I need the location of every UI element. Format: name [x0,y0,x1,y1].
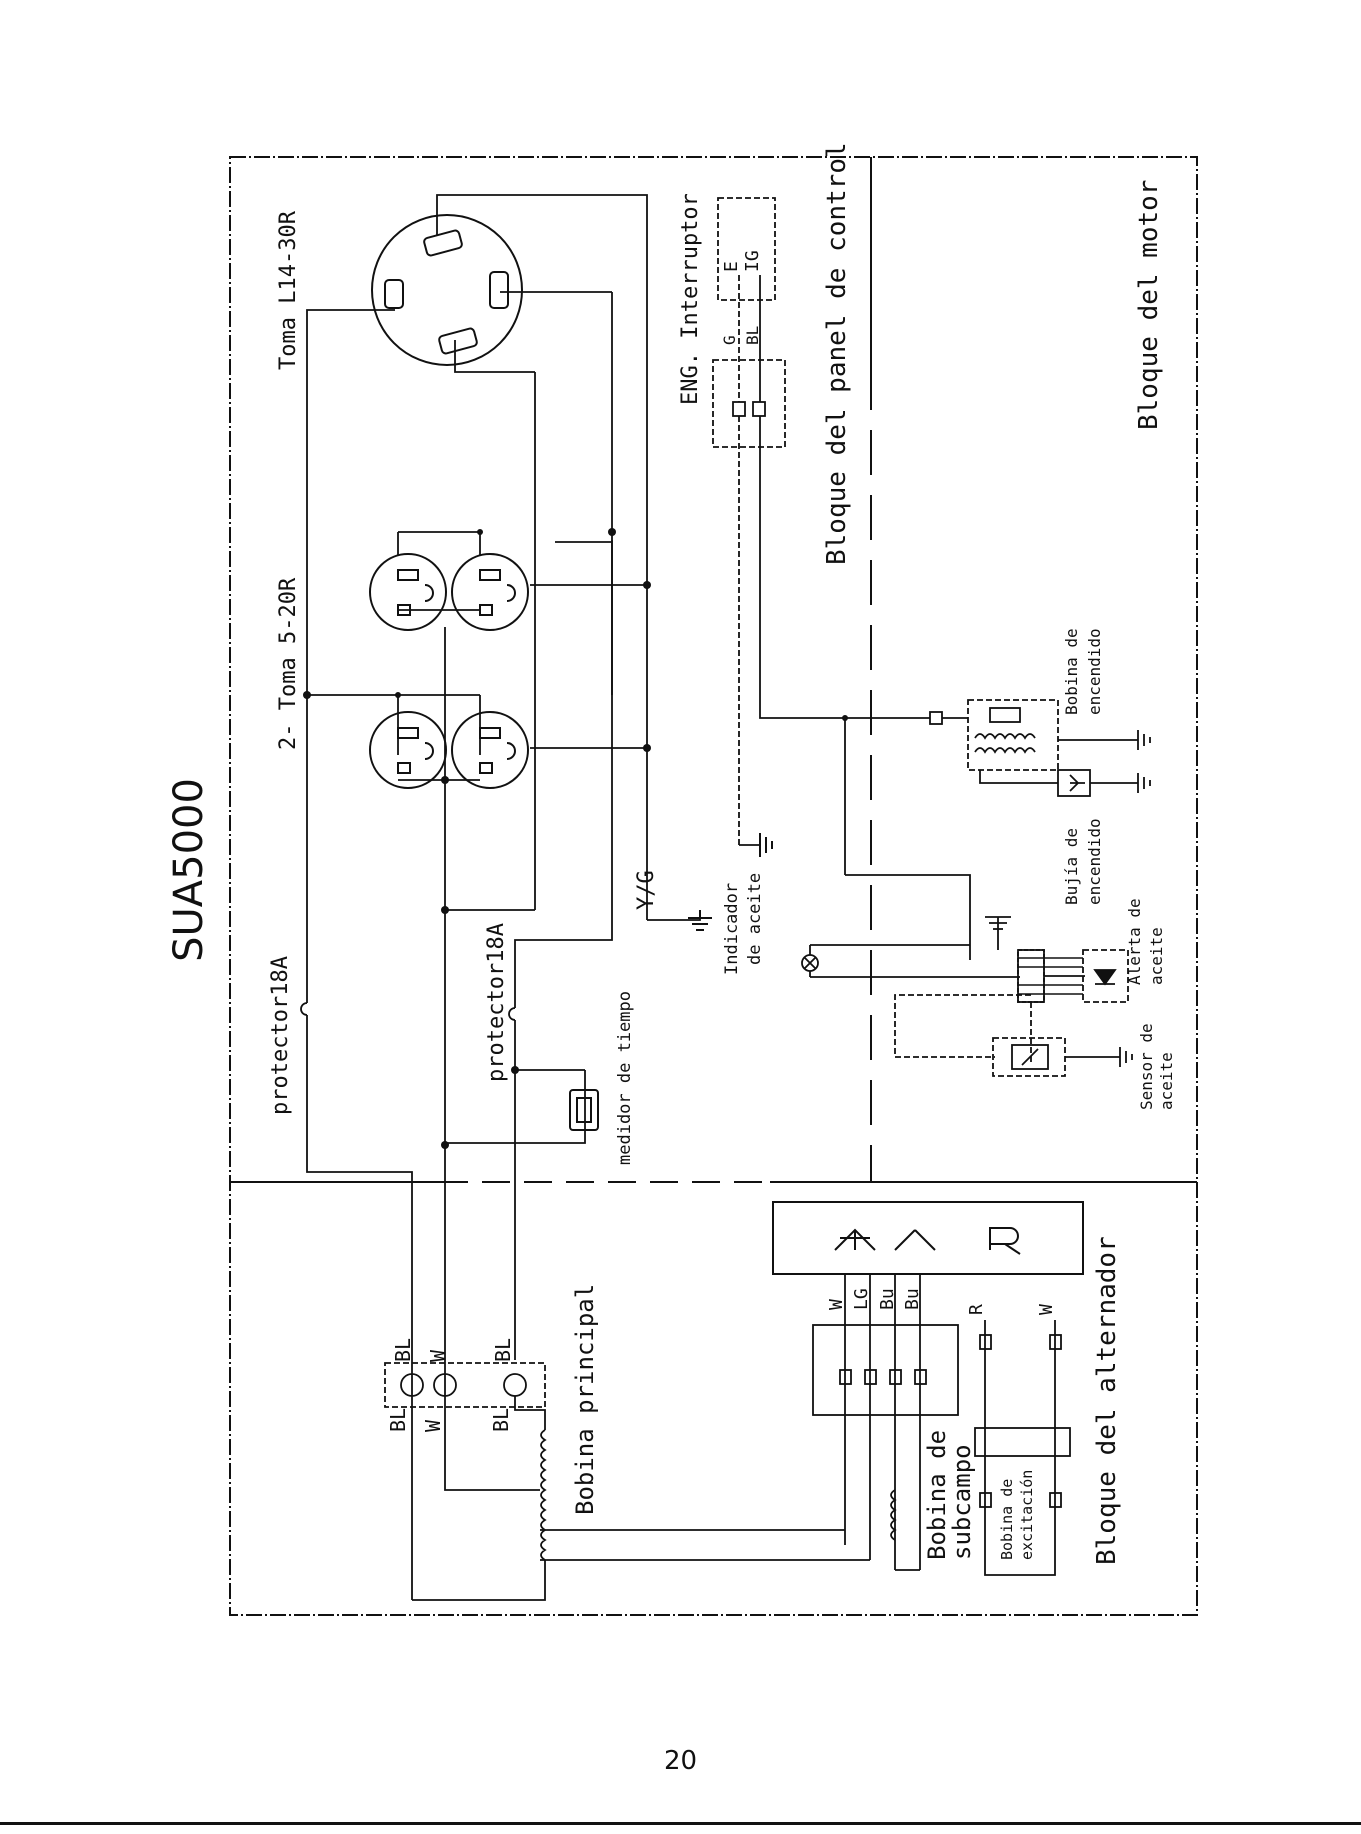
wire-label-bl-bottom-2: BL [489,1408,513,1432]
wire-label-w-bottom: W [421,1419,445,1432]
oil-alert-label-2: aceite [1147,927,1166,985]
wire-label-bl-bottom-1: BL [386,1408,410,1432]
subfield-coil-label-1: Bobina de [923,1430,951,1560]
eng-switch-ground [759,833,773,857]
oil-alert-label-1: Alerta de [1125,898,1144,985]
wire-label-w-exc: W [1036,1304,1057,1315]
oil-alert-circuit [801,874,1133,1077]
receptacle-l14-30r [371,214,523,366]
alternator-block-label: Bloque del alternador [1092,1236,1122,1565]
oil-alert-wires [1018,957,1083,995]
ignition-coil-label-1: Bobina de [1062,628,1081,715]
avr-module [772,1201,1084,1275]
wire-label-e: E [721,261,742,272]
bottom-rule [0,1822,1361,1825]
main-coil-terminal [384,1362,547,1601]
spark-plug-label-2: encendido [1085,818,1104,905]
wire-label-ig: IG [742,250,763,272]
wire-label-w-alt: W [826,1299,847,1310]
spark-plug-label-1: Bujía de [1062,828,1081,905]
excitation-coil-label-2: excitación [1018,1470,1036,1560]
receptacles-520-label: 2- Toma 5-20R [276,577,301,750]
wire-label-bl-top-2: BL [491,1338,515,1362]
wire-label-bu-1: Bu [877,1288,898,1310]
main-coil-label: Bobina principal [571,1284,599,1515]
protector-1-label: protector18A [268,956,293,1115]
oil-sensor-label-1: Sensor de [1137,1023,1156,1110]
protector-2-label: protector18A [484,923,509,1082]
ground-symbol-yg [688,910,712,931]
eng-switch-label: ENG. Interruptor [678,193,703,405]
wire-label-g: G [720,335,739,345]
wire-label-w-top: W [426,1349,450,1362]
oil-indicator-label-1: Indicador [722,883,742,975]
wire-label-bl-switch: BL [743,326,762,345]
page-number: 20 [663,1746,698,1776]
wire-label-bu-2: Bu [902,1288,923,1310]
excitation-coil-label-1: Bobina de [998,1479,1016,1560]
ignition-coil [844,699,1151,875]
receptacle-l14-label: Toma L14-30R [276,210,301,370]
eng-switch [712,197,930,846]
subfield-coil-label-2: subcampo [948,1444,976,1560]
wire-label-r: R [966,1304,987,1315]
hour-meter-label: medidor de tiempo [615,991,635,1165]
ignition-junction [842,715,848,721]
alternator-connector [540,1274,1071,1576]
control-panel-block-label: Bloque del panel de control [822,142,852,565]
oil-sensor-label-2: aceite [1157,1052,1176,1110]
receptacles-5-20r [369,553,529,789]
wire-label-bl-top-1: BL [391,1338,415,1362]
ignition-coil-label-2: encendido [1085,628,1104,715]
oil-indicator-label-2: de aceite [745,873,765,965]
junction-dots [303,528,651,1149]
diagram-frame [229,156,1198,1616]
engine-block-label: Bloque del motor [1134,180,1164,430]
model-title: SUA5000 [166,778,212,962]
wire-label-lg: LG [851,1288,872,1310]
hour-meter [569,1089,599,1131]
wire-label-yg: Y/G [634,870,659,910]
